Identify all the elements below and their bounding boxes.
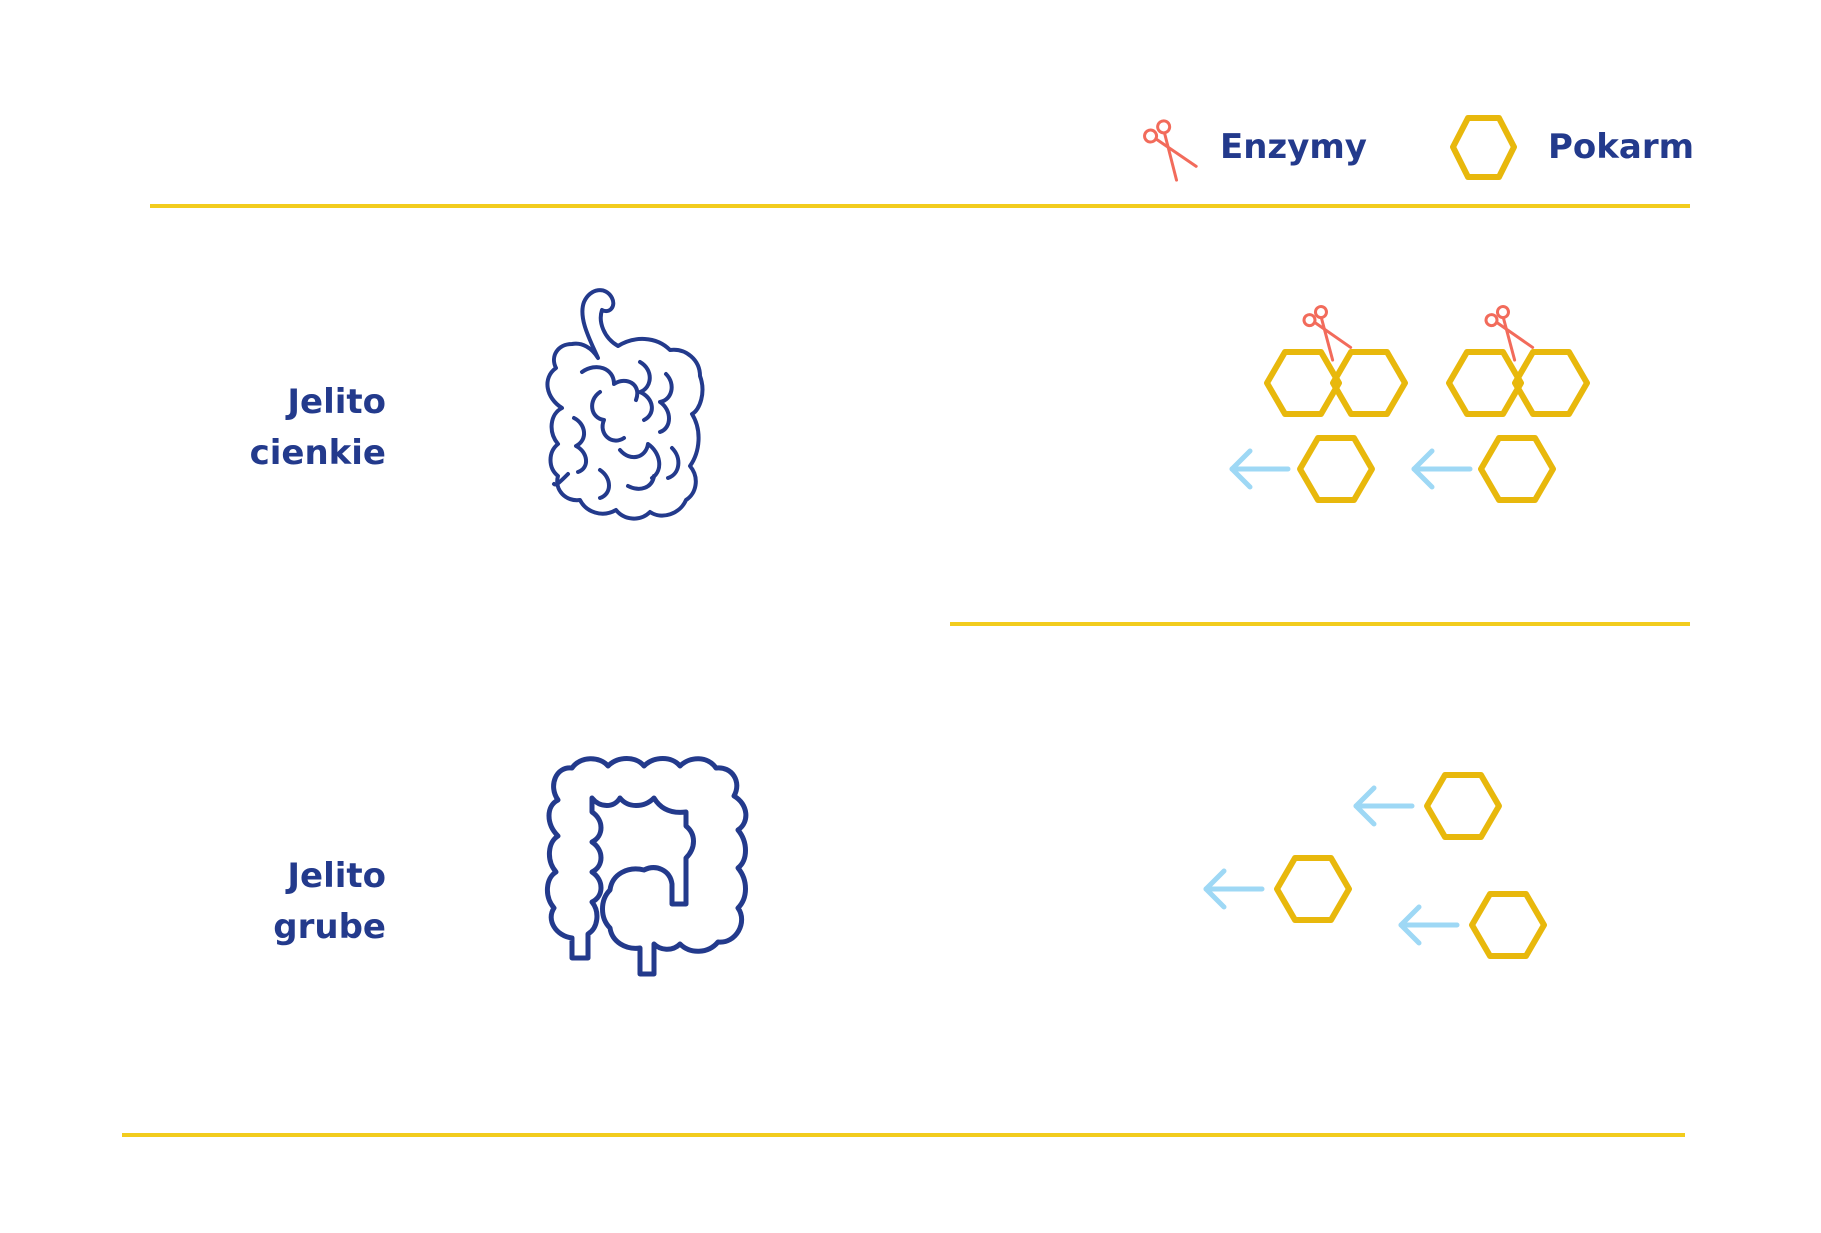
- large-intestine-process: [1206, 775, 1544, 956]
- row-label-line1: Jelito: [287, 382, 386, 422]
- large-intestine-icon: [545, 756, 749, 977]
- scissors-icon: [1143, 119, 1198, 182]
- middle-divider: [950, 622, 1690, 626]
- row-label-line2: grube: [273, 907, 386, 947]
- row-label-small-intestine: Jelito cienkie: [180, 377, 386, 479]
- absorption-arrow-icon: [1414, 451, 1470, 487]
- legend-enzymes-label: Enzymy: [1220, 127, 1367, 167]
- row-label-line2: cienkie: [249, 433, 386, 473]
- food-hexagon: [1427, 775, 1499, 837]
- food-hexagon: [1267, 352, 1339, 414]
- top-divider: [150, 204, 1690, 208]
- food-hexagon: [1472, 894, 1544, 956]
- food-hexagon: [1300, 438, 1372, 500]
- food-hexagon: [1481, 438, 1553, 500]
- absorption-arrow-icon: [1206, 871, 1262, 907]
- small-intestine-icon: [545, 288, 705, 521]
- row-label-line1: Jelito: [287, 856, 386, 896]
- small-intestine-process: [1232, 302, 1587, 500]
- food-hexagon: [1333, 352, 1405, 414]
- hexagon-icon: [1450, 115, 1517, 180]
- legend-food-label: Pokarm: [1548, 127, 1695, 167]
- food-hexagon: [1449, 352, 1521, 414]
- absorption-arrow-icon: [1232, 451, 1288, 487]
- absorption-arrow-icon: [1356, 788, 1412, 824]
- food-chain-pair-1: [1267, 302, 1405, 414]
- food-hexagon: [1277, 858, 1349, 920]
- food-hexagon: [1515, 352, 1587, 414]
- bottom-divider: [122, 1133, 1685, 1137]
- absorption-arrow-icon: [1401, 907, 1457, 943]
- food-chain-pair-2: [1449, 302, 1587, 414]
- row-label-large-intestine: Jelito grube: [180, 851, 386, 953]
